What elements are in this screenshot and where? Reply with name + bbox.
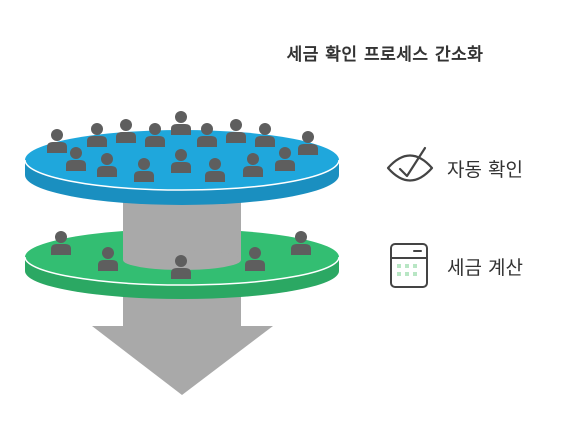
funnel-arrow-head [92,326,273,395]
legend-auto-check-label: 자동 확인 [447,159,523,181]
person-icon [116,119,136,143]
diagram-title: 세금 확인 프로세스 간소화 [286,45,484,65]
person-icon [226,119,246,143]
legend-tax-calc-label: 세금 계산 [447,257,523,279]
bottom-disc-rim [24,256,340,286]
calculator-icon [390,243,428,288]
top-disc-rim [24,159,340,191]
person-icon [171,111,191,135]
eye-check-icon [386,146,434,182]
